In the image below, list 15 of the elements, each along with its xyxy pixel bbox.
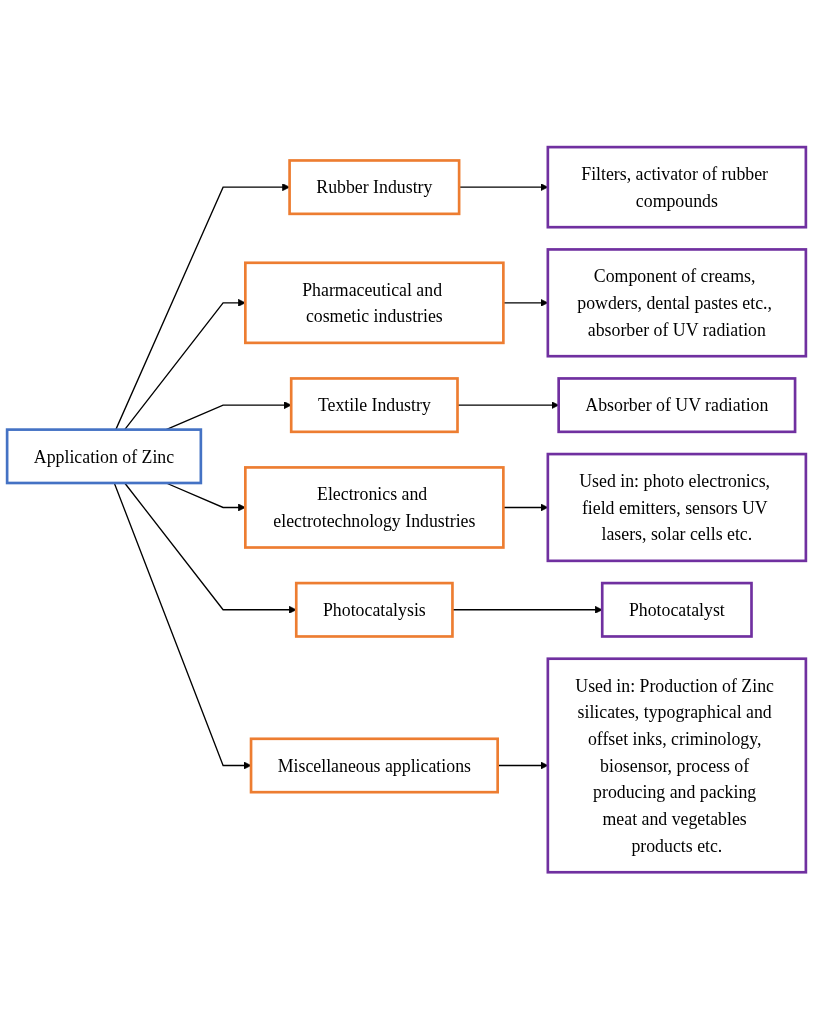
node-box: Used in: photo electronics, field emitters, sensors UV lasers, solar cells etc. <box>546 452 808 562</box>
node-box: Application of Zinc <box>5 428 203 485</box>
node-box: Photocatalyst <box>600 581 753 638</box>
node-box: Miscellaneous applications <box>249 737 499 794</box>
node-box: Rubber Industry <box>288 158 461 215</box>
node-box: Pharmaceutical and cosmetic industries <box>244 261 505 344</box>
node-box: Textile Industry <box>289 376 459 433</box>
node-box: Used in: Production of Zinc silicates, typographical and offset inks, criminology, biosensor, process of producing and packing meat and vegetables products etc. <box>546 657 808 874</box>
arrow <box>124 482 297 614</box>
node-box: Component of creams, powders, dental pastes etc., absorber of UV radiation <box>546 247 808 358</box>
node-box: Absorber of UV radiation <box>557 376 797 433</box>
arrow <box>113 482 252 770</box>
node-box: Electronics and electrotechnology Industries <box>244 465 505 549</box>
node-box: Photocatalysis <box>294 581 454 638</box>
node-box: Filters, activator of rubber compounds <box>546 145 808 229</box>
